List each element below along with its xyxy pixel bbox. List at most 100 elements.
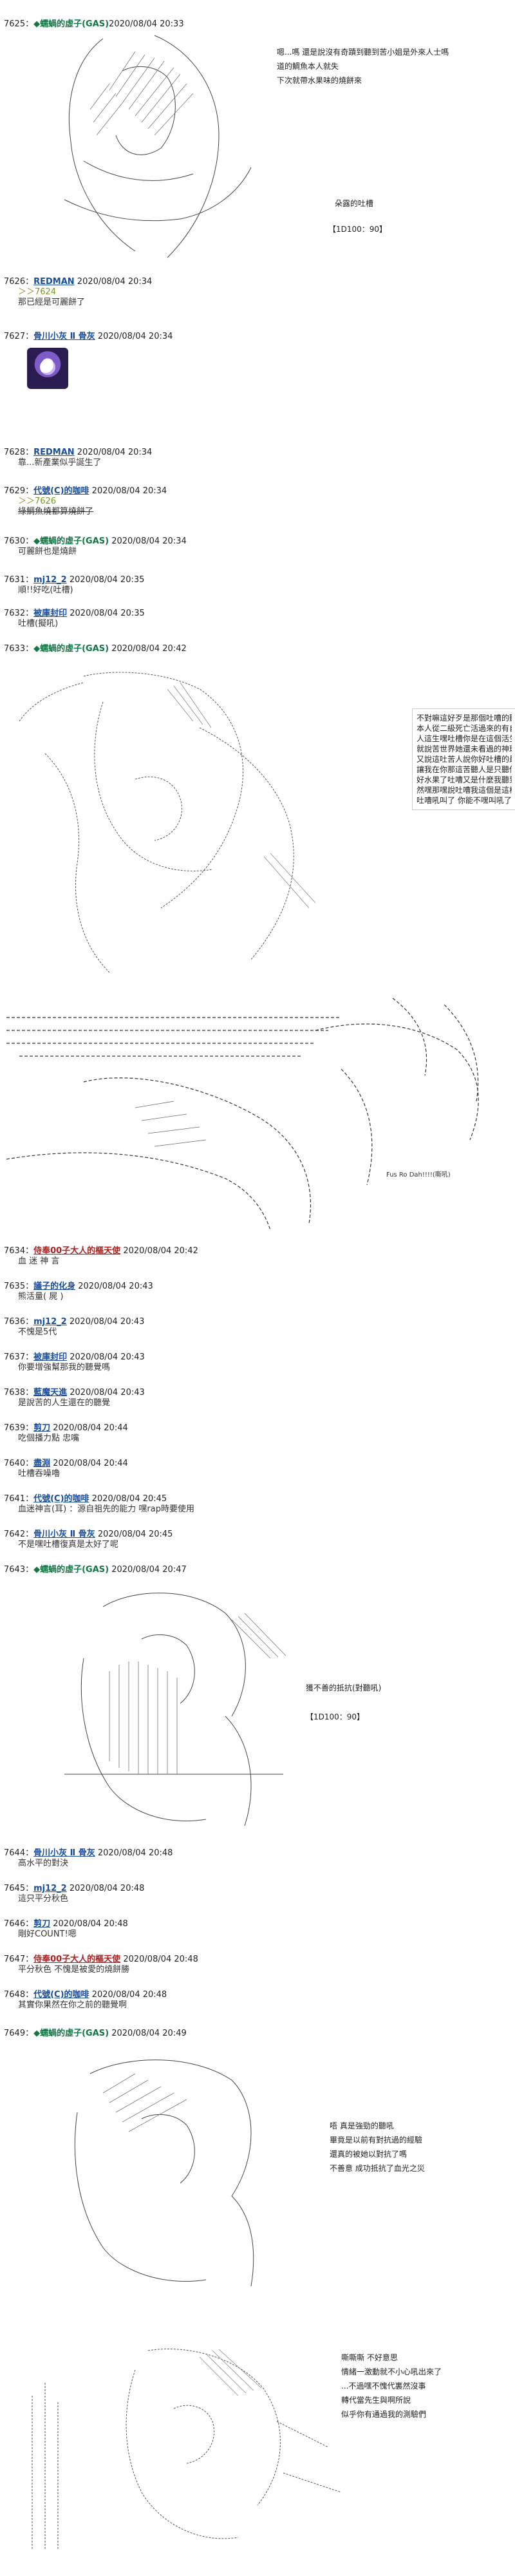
poster-name[interactable]: 盡淵 <box>33 1459 51 1468</box>
aa-sound-effect: Fus Ro Dah!!!!(嘶吼) <box>386 1171 451 1179</box>
poster-name[interactable]: 被庫封印 <box>33 1352 68 1362</box>
post-number: 7638： <box>4 1388 34 1397</box>
ascii-art-drawing <box>74 2060 254 2287</box>
post-number: 7633： <box>4 644 34 654</box>
poster-name[interactable]: ◆蠕蝸的虛子(GAS) <box>33 536 109 546</box>
poster-name[interactable]: mj12_2 <box>33 1884 67 1893</box>
ascii-art-figure <box>39 2048 309 2293</box>
poster-name[interactable]: 議子的化身 <box>33 1282 76 1291</box>
post-date: 2020/08/04 20:34 <box>77 277 153 287</box>
poster-name[interactable]: REDMAN <box>33 277 75 287</box>
poster-name[interactable]: 剪刀 <box>33 1919 51 1929</box>
post-date: 2020/08/04 20:35 <box>69 575 145 585</box>
ascii-art-figure <box>39 1581 309 1839</box>
post-7648: 7648：代號(C)的咖啡 2020/08/04 20:48 其實你果然在你之前… <box>4 1990 511 2011</box>
dialogue-line: 似乎你有通過我的測驗們 <box>341 2410 427 2419</box>
poster-name[interactable]: 骨川小灰 Ⅱ 骨灰 <box>33 332 95 341</box>
post-number: 7629： <box>4 486 34 496</box>
post-7628: 7628：REDMAN 2020/08/04 20:34 靠...新產業似乎誕生… <box>4 448 511 468</box>
poster-name[interactable]: 代號(C)的咖啡 <box>33 1494 89 1504</box>
post-date: 2020/08/04 20:33 <box>109 19 184 29</box>
quote-link[interactable]: ＞＞7626 <box>18 497 57 506</box>
post-number: 7627： <box>4 332 34 341</box>
post-date: 2020/08/04 20:43 <box>69 1317 145 1327</box>
post-number: 7635： <box>4 1282 34 1291</box>
poster-name[interactable]: ◆蠕蝸的虛子(GAS) <box>33 19 109 29</box>
post-text: 你要增強幫那我的聽覺嗎 <box>18 1363 111 1372</box>
post-number: 7631： <box>4 575 34 585</box>
post-date: 2020/08/04 20:45 <box>91 1494 167 1504</box>
post-text: 其實你果然在你之前的聽覺啊 <box>18 2000 127 2010</box>
ascii-art-drawing <box>64 35 252 258</box>
post-text: 不是嘿吐槽復真是太好了呢 <box>18 1540 119 1549</box>
poster-name[interactable]: mj12_2 <box>33 1317 67 1327</box>
post-date: 2020/08/04 20:48 <box>97 1848 173 1858</box>
post-date: 2020/08/04 20:44 <box>53 1459 128 1468</box>
quote-link[interactable]: ＞＞7624 <box>18 287 57 297</box>
post-date: 2020/08/04 20:42 <box>111 644 187 654</box>
post-date: 2020/08/04 20:48 <box>91 1990 167 2000</box>
post-text: 血迷神言(耳) ：源自祖先的能力 嘿rap時要使用 <box>18 1504 194 1514</box>
post-7637: 7637：被庫封印 2020/08/04 20:43 你要增強幫那我的聽覺嗎 <box>4 1352 511 1373</box>
ascii-art-drawing <box>64 1593 286 1826</box>
post-number: 7649： <box>4 2029 34 2038</box>
aa-dialogue: 嘶嘶嘶 不好意思 情緒一激動就不小心吼出來了 ...不過嘿不愧代裏然沒事 轉代當… <box>341 2351 442 2421</box>
post-text: 這只平分秋色 <box>18 1894 69 1904</box>
post-text: 吃個播力點 忠嘴 <box>18 1434 80 1443</box>
poster-name[interactable]: 骨川小灰 Ⅱ 骨灰 <box>33 1530 95 1539</box>
post-text: 綠鯛魚燒都算燒餅了 <box>18 507 94 516</box>
dialogue-line: ...不過嘿不愧代裏然沒事 <box>341 2382 426 2391</box>
dice-roll: 【1D100：90】 <box>328 225 388 234</box>
dialogue-line: 畢竟是以前有對抗過的經驗 <box>330 2136 423 2145</box>
dialogue-line: 嘶嘶嘶 不好意思 <box>341 2353 398 2362</box>
post-text: 順!!好吃(吐槽) <box>18 585 73 595</box>
post-date: 2020/08/04 20:34 <box>91 486 167 496</box>
post-number: 7648： <box>4 1990 34 2000</box>
poster-name[interactable]: ◆蠕蝸的虛子(GAS) <box>33 644 109 654</box>
post-date: 2020/08/04 20:47 <box>111 1565 187 1575</box>
post-number: 7628： <box>4 448 34 457</box>
post-number: 7647： <box>4 1955 34 1964</box>
post-number: 7639： <box>4 1423 34 1433</box>
dialogue-line: 嗯...嗎 還是說沒有奇蹟到聽到苦小姐是外來人士嗎 <box>277 48 449 57</box>
post-date: 2020/08/04 20:42 <box>123 1246 198 1256</box>
poster-name[interactable]: ◆蠕蝸的虛子(GAS) <box>33 1565 109 1575</box>
poster-name[interactable]: 藍魔天進 <box>33 1388 68 1397</box>
speech-line: 不對嘛這好歹是那個吐嘈的聽吼 <box>417 714 512 723</box>
dialogue-line: 還真的被她以對抗了嗎 <box>330 2150 407 2159</box>
aa-caption: 獲不善的抵抗(對聽吼) <box>306 1683 382 1692</box>
poster-name[interactable]: 被庫封印 <box>33 609 68 618</box>
ascii-art-figure <box>6 2344 367 2557</box>
dialogue-line: 轉代當先生與啊所說 <box>341 2396 411 2405</box>
poster-name[interactable]: 剪刀 <box>33 1423 51 1433</box>
ascii-art-drawing <box>6 998 479 1231</box>
post-7640: 7640：盡淵 2020/08/04 20:44 吐槽吞噪嚕 <box>4 1459 511 1479</box>
ascii-art-figure <box>6 663 393 985</box>
post-date: 2020/08/04 20:49 <box>111 2029 187 2038</box>
poster-name[interactable]: mj12_2 <box>33 575 67 585</box>
post-7638: 7638：藍魔天進 2020/08/04 20:43 是說苦的人生還在的聽覺 <box>4 1388 511 1408</box>
post-number: 7643： <box>4 1565 34 1575</box>
post-7646: 7646：剪刀 2020/08/04 20:48 剛好COUNT!嗯 <box>4 1919 511 1940</box>
post-text: 平分秋色 不愧是被愛的燒餅勝 <box>18 1965 130 1975</box>
poster-name[interactable]: 骨川小灰 Ⅱ 骨灰 <box>33 1848 95 1858</box>
poster-name[interactable]: 侍奉00子大人的樞天使 <box>33 1955 121 1964</box>
speech-line: 人這生嘿吐槽你是在這個活生存面 <box>417 734 512 743</box>
speech-line: 就說苦世界她還未看過的神理可是 <box>417 744 512 753</box>
post-number: 7644： <box>4 1848 34 1858</box>
poster-name[interactable]: REDMAN <box>33 448 75 457</box>
poster-name[interactable]: 代號(C)的咖啡 <box>33 486 89 496</box>
post-number: 7645： <box>4 1884 34 1893</box>
post-text: 那已經是可麗餅了 <box>18 298 86 307</box>
poster-name[interactable]: ◆蠕蝸的虛子(GAS) <box>33 2029 109 2038</box>
speech-line: 本人從二級死亡活過來的有自己的 <box>417 724 512 733</box>
post-7643: 7643：◆蠕蝸的虛子(GAS) 2020/08/04 20:47 <box>4 1565 511 1575</box>
post-number: 7642： <box>4 1530 34 1539</box>
post-7625: 7625：◆蠕蝸的虛子(GAS)2020/08/04 20:33 <box>4 19 511 30</box>
poster-name[interactable]: 代號(C)的咖啡 <box>33 1990 89 2000</box>
post-7633: 7633：◆蠕蝸的虛子(GAS) 2020/08/04 20:42 <box>4 644 511 654</box>
post-7634: 7634：侍奉00子大人的樞天使 2020/08/04 20:42 血 迷 神 … <box>4 1246 511 1267</box>
poster-name[interactable]: 侍奉00子大人的樞天使 <box>33 1246 121 1256</box>
posted-image-thumbnail[interactable] <box>27 348 68 389</box>
